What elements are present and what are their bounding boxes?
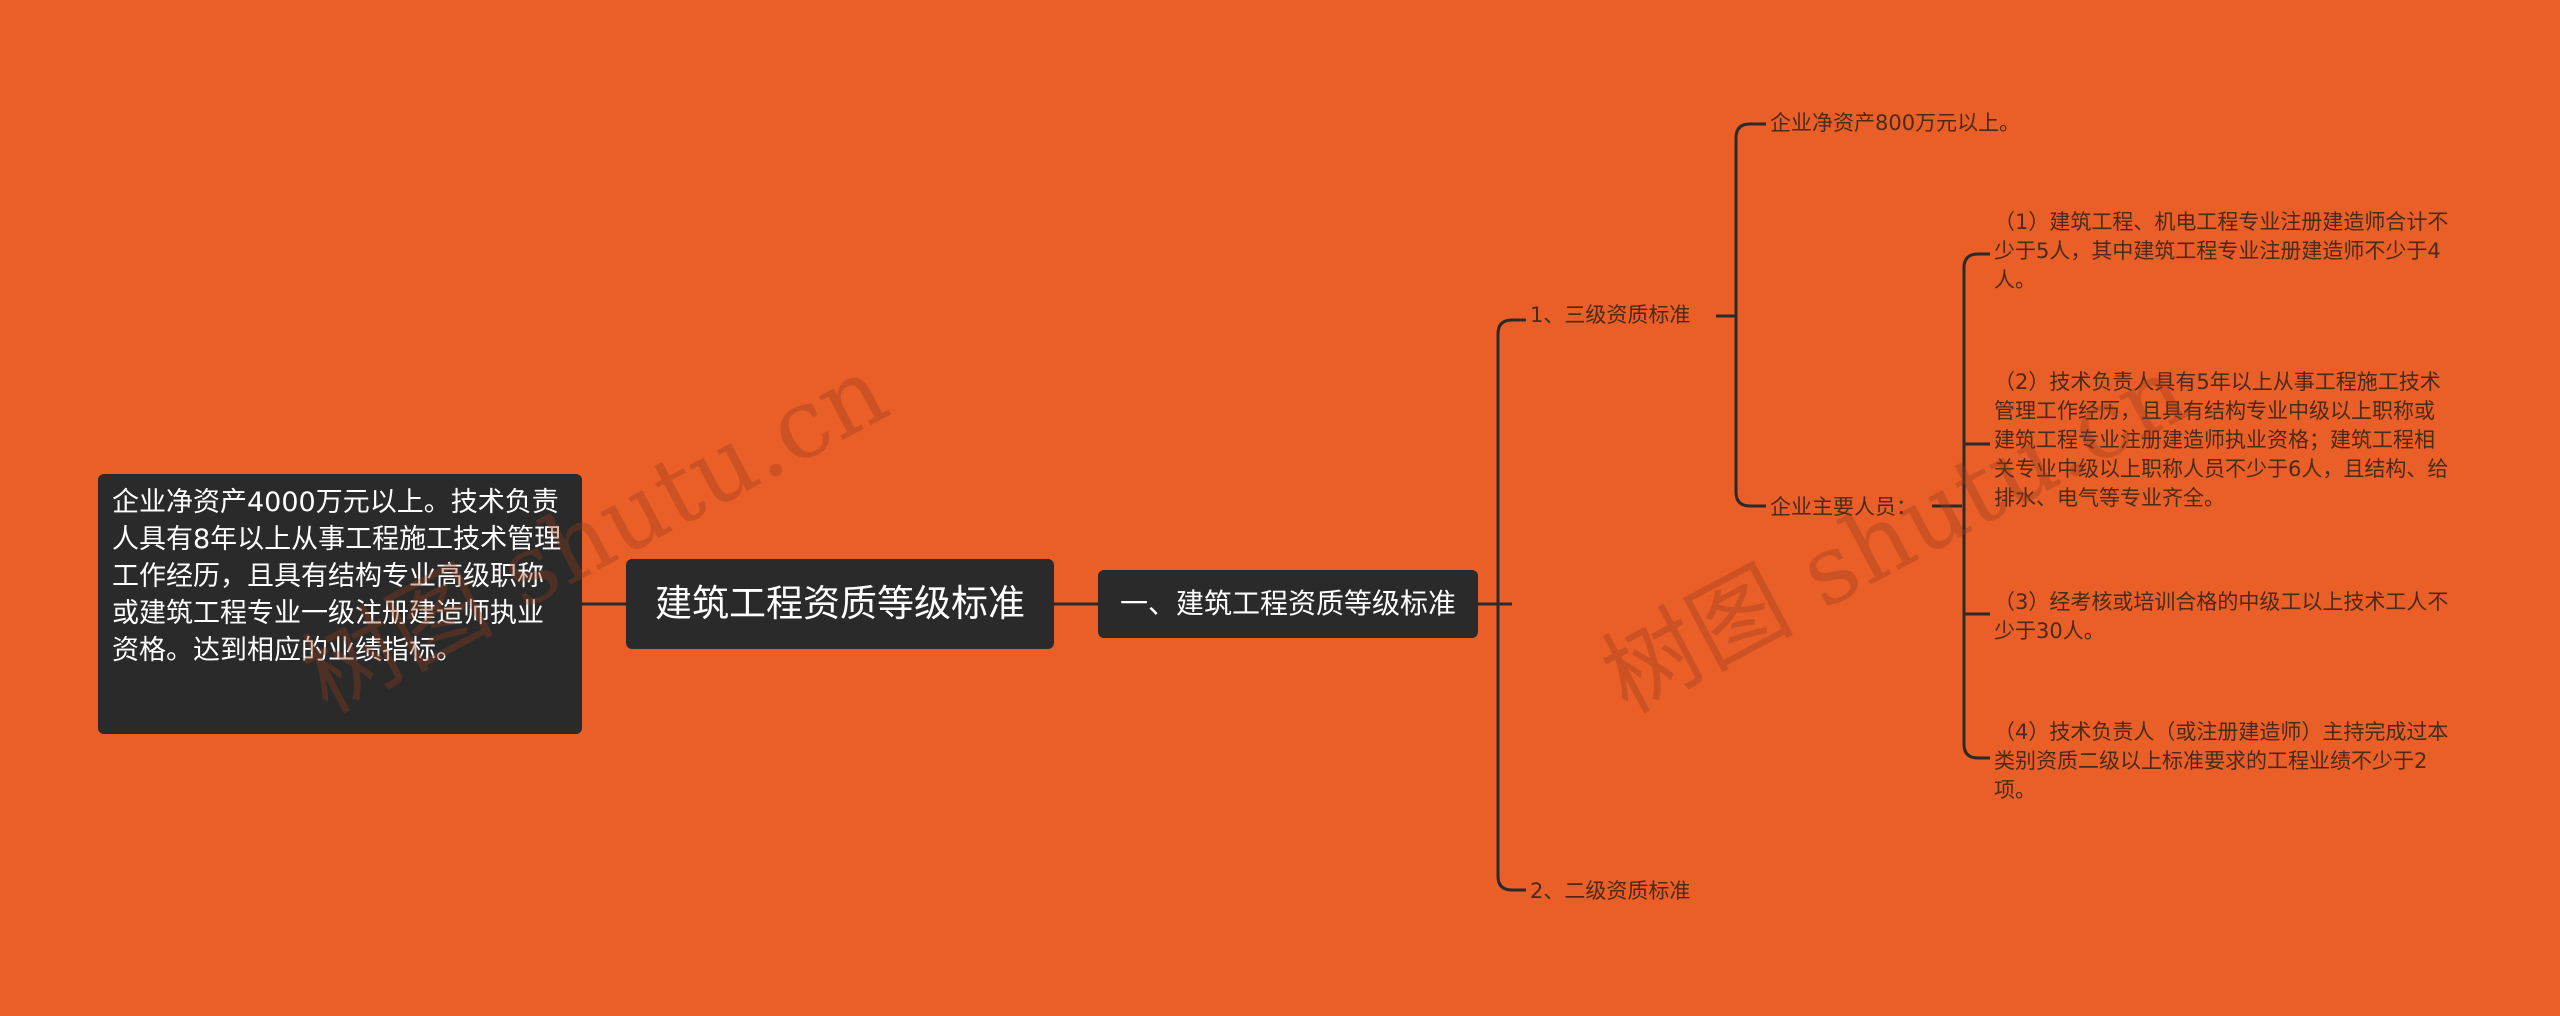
staff-item-4[interactable]: （4）技术负责人（或注册建造师）主持完成过本类别资质二级以上标准要求的工程业绩不… bbox=[1994, 720, 2449, 802]
level3-node[interactable]: 1、三级资质标准 bbox=[1530, 303, 1691, 327]
staff-item-1[interactable]: （1）建筑工程、机电工程专业注册建造师合计不少于5人，其中建筑工程专业注册建造师… bbox=[1994, 210, 2449, 292]
bracket-levels bbox=[1496, 318, 1513, 892]
section-node[interactable]: 一、建筑工程资质等级标准 bbox=[1098, 570, 1478, 638]
root-node[interactable]: 建筑工程资质等级标准 bbox=[626, 559, 1054, 649]
left-note-text: 企业净资产4000万元以上。技术负责人具有8年以上从事工程施工技术管理工作经历，… bbox=[112, 487, 562, 666]
level2-node[interactable]: 2、二级资质标准 bbox=[1530, 879, 1691, 903]
left-note-node[interactable]: 企业净资产4000万元以上。技术负责人具有8年以上从事工程施工技术管理工作经历，… bbox=[98, 474, 582, 734]
staff-item-2[interactable]: （2）技术负责人具有5年以上从事工程施工技术管理工作经历，且具有结构专业中级以上… bbox=[1994, 370, 2449, 510]
staff-node[interactable]: 企业主要人员： bbox=[1770, 495, 1917, 519]
bracket-staff bbox=[1962, 252, 1979, 760]
asset-requirement-node[interactable]: 企业净资产800万元以上。 bbox=[1770, 111, 2021, 135]
staff-item-3[interactable]: （3）经考核或培训合格的中级工以上技术工人不少于30人。 bbox=[1994, 590, 2449, 643]
root-label: 建筑工程资质等级标准 bbox=[655, 582, 1025, 625]
bracket-level3 bbox=[1734, 122, 1751, 508]
section-label: 一、建筑工程资质等级标准 bbox=[1119, 587, 1456, 620]
